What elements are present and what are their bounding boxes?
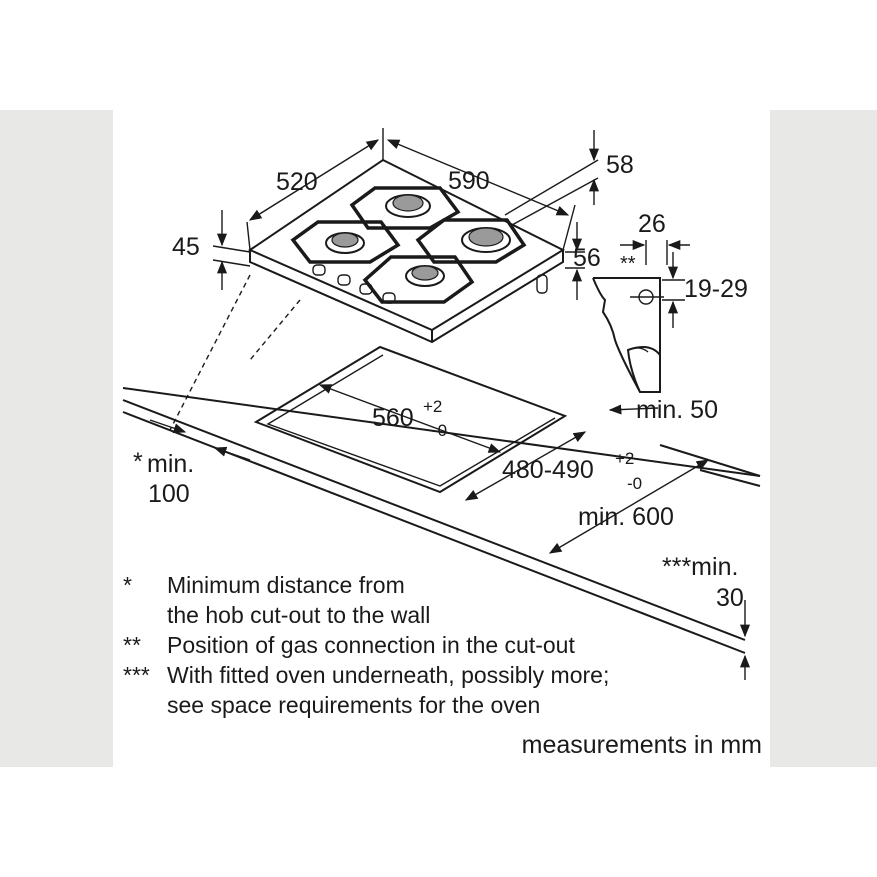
- cutout-depth-label: 480-490: [502, 456, 594, 484]
- footnote-text: Minimum distance from the hob cut-out to…: [167, 572, 431, 628]
- thickness-left-label: 45: [172, 233, 200, 261]
- width-label: 520: [276, 168, 318, 196]
- footnote-marker: **: [123, 632, 141, 658]
- cutout-depth-tol-upper: +2: [615, 449, 634, 468]
- cutout-depth-tol-lower: -0: [627, 474, 642, 493]
- cutout-width-tol-upper: +2: [423, 397, 442, 416]
- footnote-wall-distance: * Minimum distance from the hob cut-out …: [123, 570, 763, 630]
- left-side-panel: [0, 110, 113, 767]
- footnote-text: With fitted oven underneath, possibly mo…: [167, 662, 610, 718]
- min-wall-marker: *: [133, 448, 143, 476]
- footnote-marker: *: [123, 572, 132, 598]
- min-oven-label: ***min.: [662, 553, 738, 581]
- min-wall-value: 100: [148, 480, 190, 508]
- footnotes: * Minimum distance from the hob cut-out …: [123, 570, 763, 720]
- length-label: 590: [448, 167, 490, 195]
- gas-offset-label: 26: [638, 210, 666, 238]
- min-wall-label: min.: [147, 450, 194, 478]
- thickness-right-label: 56: [573, 244, 601, 272]
- units-note: measurements in mm: [521, 731, 762, 759]
- min-oven-value: 30: [716, 584, 744, 612]
- gas-height-label: 19-29: [684, 275, 748, 303]
- min-front-label: min. 600: [578, 503, 674, 531]
- gas-connection-detail: [592, 239, 690, 393]
- footnote-oven: *** With fitted oven underneath, possibl…: [123, 660, 763, 720]
- footnote-text: Position of gas connection in the cut-ou…: [167, 632, 575, 658]
- cutout-width-tol-lower: -0: [432, 421, 447, 440]
- hob-dimension-lines: [212, 128, 600, 300]
- cutout-width-label: 560: [372, 404, 414, 432]
- footnote-gas-position: ** Position of gas connection in the cut…: [123, 630, 763, 660]
- height-top-label: 58: [606, 151, 634, 179]
- right-side-panel: [770, 110, 877, 767]
- gas-marker-label: **: [620, 253, 636, 275]
- worktop-dimension-lines: [149, 384, 751, 680]
- min-back-label: min. 50: [636, 396, 718, 424]
- footnote-marker: ***: [123, 662, 150, 688]
